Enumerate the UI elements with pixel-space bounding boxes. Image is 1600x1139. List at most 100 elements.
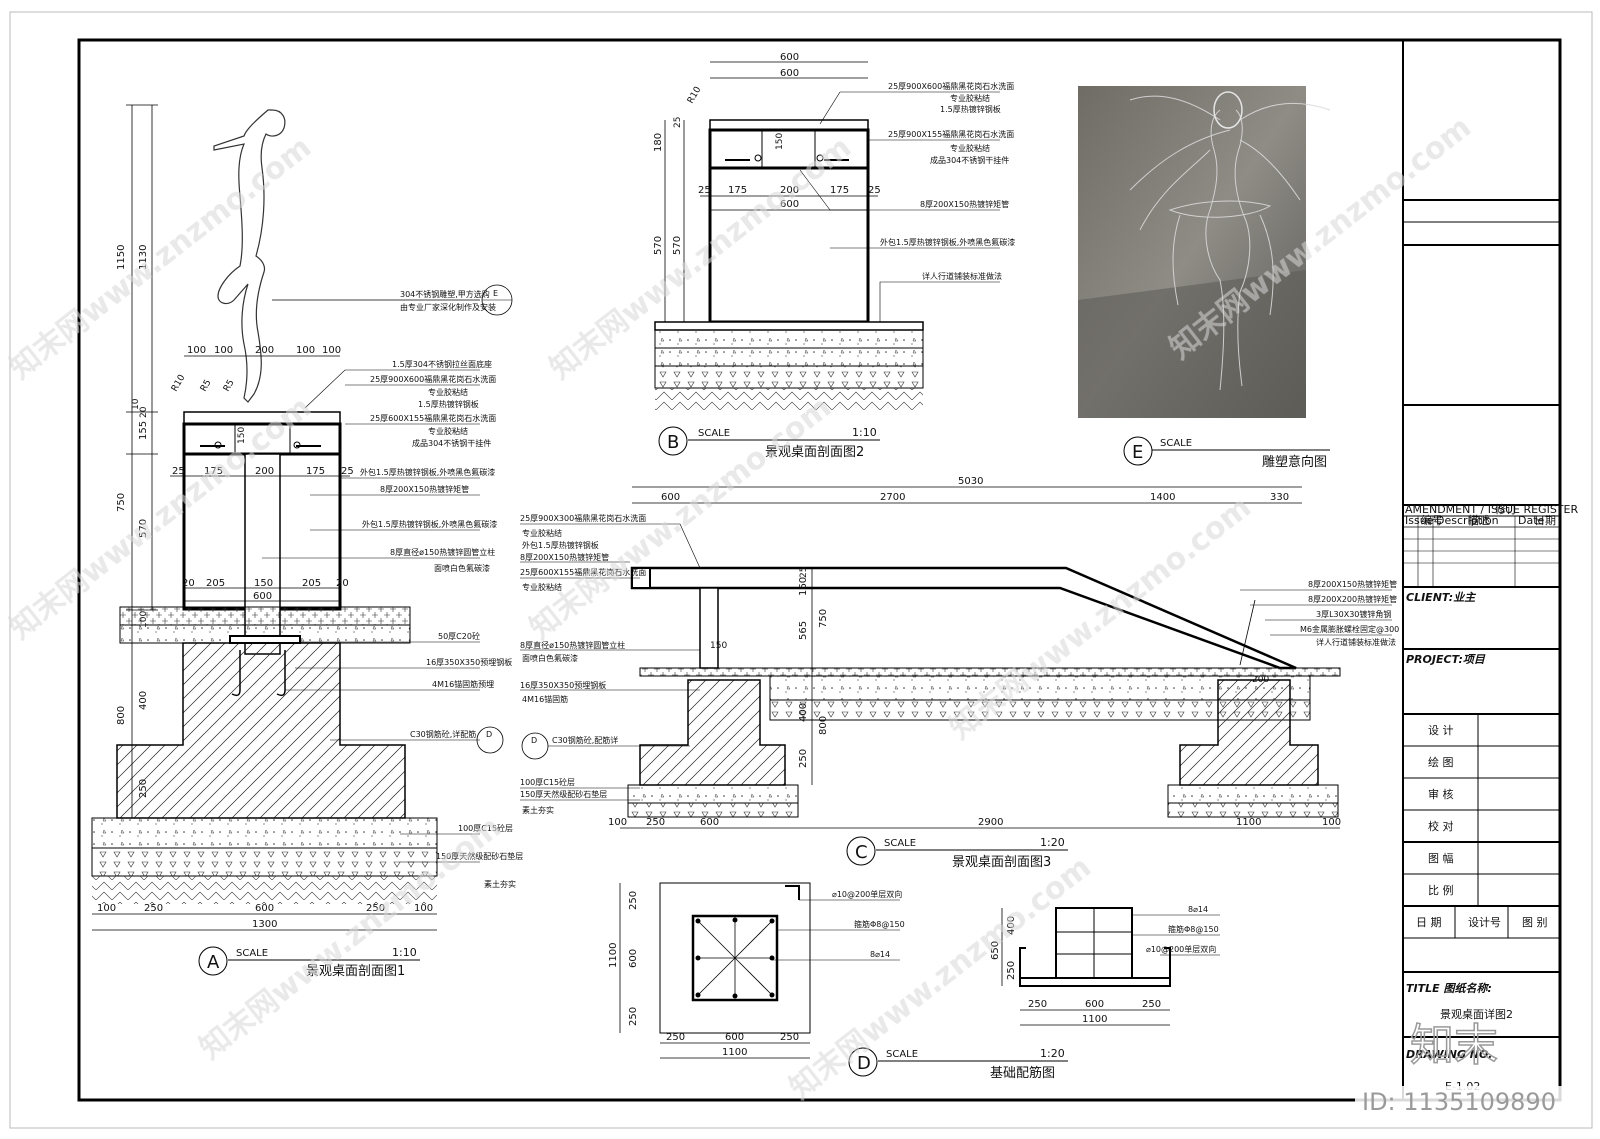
- dim-b-600: 600: [780, 199, 799, 210]
- view-b-letter: B: [667, 432, 679, 453]
- dim-d-h1: 250: [666, 1032, 685, 1043]
- note-a-6: 专业胶粘结: [428, 426, 468, 436]
- view-a-title: 景观桌面剖面图1: [306, 964, 405, 979]
- note-a-12: 面喷白色氟碳漆: [434, 563, 490, 573]
- issue-cn-label: 编号: [1421, 513, 1443, 527]
- view-d-scale: 1:20: [1040, 1047, 1065, 1060]
- dim-d-v4: 1100: [608, 943, 619, 968]
- section-c: 5030 600 2700 1400 330 150 200 25 160 75…: [520, 476, 1399, 870]
- callout-c-d-letter: D: [531, 736, 537, 745]
- dim-a-top-1: 100: [187, 345, 206, 356]
- dim-d-r-h3: 250: [1142, 999, 1161, 1010]
- dim-a-mid-2: 175: [204, 466, 223, 477]
- note-a-17: 100厚C15砼层: [458, 823, 513, 833]
- view-a-scale: 1:10: [392, 946, 417, 959]
- date-cn-label: 日期: [1534, 514, 1556, 527]
- dim-b-v25: 25: [673, 117, 683, 128]
- dim-d-r-v3: 250: [1006, 961, 1017, 980]
- outer-sheet-border: [9, 11, 1593, 1129]
- dim-c-bot-4: 2900: [978, 817, 1003, 828]
- dim-a-post-3: 150: [254, 578, 273, 589]
- dim-d-v3: 250: [628, 1007, 639, 1026]
- view-e-letter: E: [1132, 442, 1143, 463]
- dim-a-bot-5: 100: [414, 903, 433, 914]
- view-a-bubble: [198, 946, 228, 976]
- issue-label: Issue: [1405, 514, 1434, 527]
- dim-a-100: 100: [139, 611, 149, 628]
- dim-b-top-2: 600: [780, 68, 799, 79]
- dim-a-155: 155: [138, 421, 149, 440]
- note-b-6: 成品304不锈钢干挂件: [930, 155, 1009, 165]
- client-label: CLIENT:业主: [1406, 591, 1476, 604]
- note-c-l14: 素土夯实: [522, 805, 554, 815]
- note-a-3: 专业胶粘结: [428, 387, 468, 397]
- view-d-scale-label: SCALE: [886, 1049, 918, 1060]
- tb-design-no: 设计号: [1468, 916, 1501, 929]
- dim-a-mid-3: 200: [255, 466, 274, 477]
- view-d-letter: D: [857, 1053, 871, 1074]
- dim-d-r-v2: 650: [990, 941, 1001, 960]
- note-d-l2: 箍筋Φ8@150: [854, 919, 905, 929]
- radius-a-3: R5: [222, 378, 237, 393]
- dim-a-mid-1: 25: [172, 466, 185, 477]
- title-block: AMENDMENT / ISSUE REGISTER 修订 Issue 编号 D…: [1402, 40, 1578, 1100]
- note-c-l5: 25厚600X155福鼎黑花岗石水洗面: [520, 567, 646, 577]
- tb-category: 图 别: [1522, 916, 1548, 929]
- view-e-title: 雕塑意向图: [1262, 454, 1327, 470]
- note-c-r4: M6金属膨胀螺栓固定@300: [1300, 624, 1399, 634]
- section-a: 1150 1130 20 10 155 750 570 100 800 400 …: [91, 104, 523, 979]
- dim-d-r-h1: 250: [1028, 999, 1047, 1010]
- dim-a-bot-4: 250: [366, 903, 385, 914]
- dim-d-h4: 1100: [722, 1047, 747, 1058]
- note-c-l12: 100厚C15砼层: [520, 777, 575, 787]
- dim-c-top-1: 600: [661, 492, 680, 503]
- section-e: E SCALE 雕塑意向图: [1078, 86, 1331, 470]
- dim-b-150: 150: [775, 133, 785, 150]
- view-d-bubble: [848, 1047, 878, 1077]
- note-a-10: 外包1.5厚热镀锌钢板,外喷黑色氟碳漆: [362, 519, 497, 529]
- dim-b-mid-5: 25: [868, 185, 881, 196]
- dim-a-bot-3: 600: [255, 903, 274, 914]
- dim-a-600: 600: [253, 591, 272, 602]
- tb-row-review: 审 核: [1428, 787, 1454, 801]
- footing-plan-core: [691, 914, 779, 1002]
- note-b-3: 1.5厚热镀锌钢板: [940, 104, 1001, 114]
- dim-d-v2: 600: [628, 949, 639, 968]
- dim-c-bot-3: 600: [700, 817, 719, 828]
- note-a-16: C30钢筋砼,详配筋: [410, 729, 476, 739]
- dim-c-v800: 800: [818, 716, 829, 735]
- radius-a-1: R10: [170, 373, 188, 394]
- note-c-l1: 25厚900X300福鼎黑花岗石水洗面: [520, 513, 646, 523]
- section-d: 250 600 250 1100 250 600 250 1100 ⌀10@20…: [608, 882, 1220, 1081]
- dim-a-post-2: 205: [206, 578, 225, 589]
- dim-c-top-4: 330: [1270, 492, 1289, 503]
- note-c-r2: 8厚200X200热镀锌矩管: [1308, 594, 1397, 604]
- note-d-l1: ⌀10@200单层双向: [832, 889, 902, 899]
- view-e-scale-label: SCALE: [1160, 438, 1192, 449]
- callout-d-letter: D: [486, 730, 492, 739]
- dim-a-top-3: 200: [255, 345, 274, 356]
- note-b-1: 25厚900X600福鼎黑花岗石水洗面: [888, 81, 1014, 91]
- view-c-letter: C: [855, 842, 868, 863]
- view-b-scale-label: SCALE: [698, 428, 730, 439]
- dim-d-r-h4: 1100: [1082, 1014, 1107, 1025]
- note-b-9: 详人行道铺装标准做法: [922, 271, 1002, 281]
- note-c-l11: C30钢筋砼,配筋详: [552, 735, 618, 745]
- dim-a-570: 570: [138, 519, 149, 538]
- view-b-scale: 1:10: [852, 426, 877, 439]
- note-a-sculpture2: 由专业厂家深化制作及安装: [400, 302, 496, 312]
- note-a-15: 4M16锚固筋预埋: [432, 679, 494, 689]
- dim-a-800: 800: [116, 706, 127, 725]
- dim-d-h3: 250: [780, 1032, 799, 1043]
- note-b-7: 8厚200X150热镀锌矩管: [920, 199, 1009, 209]
- note-d-r2: 箍筋Φ8@150: [1168, 924, 1219, 934]
- view-e-bubble: [1123, 436, 1153, 466]
- title-value: 景观桌面详图2: [1440, 1007, 1513, 1021]
- description-cn-label: 描述: [1468, 513, 1490, 527]
- dim-c-top-2: 2700: [880, 492, 905, 503]
- dim-a-400: 400: [138, 691, 149, 710]
- dim-b-top-1: 600: [780, 52, 799, 63]
- dim-a-bot-2: 250: [144, 903, 163, 914]
- dim-c-v25: 25: [799, 567, 809, 578]
- section-b: 600 600 R10 150 25 175 200 175 25 600 25…: [653, 52, 1015, 460]
